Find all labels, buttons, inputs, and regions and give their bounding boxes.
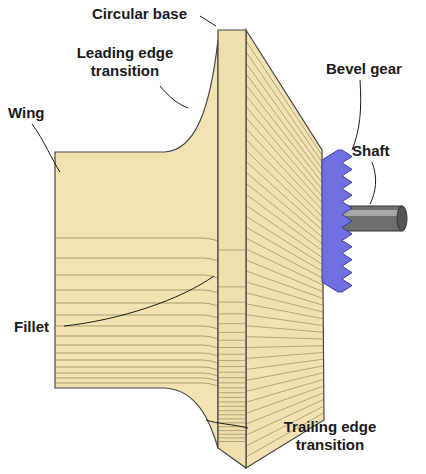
wing-stripe	[55, 326, 218, 329]
hatch-line	[246, 386, 323, 413]
hatch-line	[246, 315, 323, 326]
hatch-line	[246, 205, 323, 258]
hatch-line	[218, 250, 246, 251]
hatch-line	[246, 183, 323, 244]
hatch-line	[246, 260, 323, 292]
hatch-line	[246, 118, 323, 204]
hatch-line	[218, 434, 246, 435]
bevel-gear	[322, 150, 352, 292]
hatch-line	[246, 129, 323, 211]
hatch-line	[218, 397, 246, 398]
hatch-line	[218, 392, 246, 393]
hatch-line	[246, 107, 323, 198]
hatch-line	[246, 337, 323, 339]
wing-stripe	[55, 290, 218, 293]
hatch-line	[218, 372, 246, 373]
hatch-line	[246, 326, 323, 333]
hatch-line	[246, 293, 323, 312]
hatch-line	[246, 282, 323, 305]
part-label: Leading edge transition	[55, 44, 195, 80]
hatch-line	[218, 406, 246, 407]
hatch-line	[246, 373, 323, 392]
base-rim	[218, 30, 246, 468]
part-label: Bevel gear	[326, 60, 422, 78]
base-face	[246, 30, 324, 468]
hatch-line	[218, 286, 246, 287]
part-label: Shaft	[352, 142, 422, 160]
part-label: Wing	[8, 104, 68, 122]
hatch-line	[218, 437, 246, 438]
hatch-line	[246, 216, 323, 265]
hatch-line	[218, 313, 246, 314]
hatch-line	[246, 346, 323, 348]
hatch-line	[246, 353, 323, 359]
hatch-line	[218, 387, 246, 388]
hatch-line	[218, 332, 246, 333]
hatch-line	[246, 52, 323, 164]
wing-stripe	[55, 238, 218, 241]
wing-stripe	[55, 378, 218, 381]
part-label: Circular base	[92, 5, 212, 23]
hatch-line	[218, 366, 246, 367]
hatch-line	[218, 410, 246, 411]
wing-stripe	[55, 336, 218, 339]
hatch-line	[246, 271, 323, 299]
hatch-line	[246, 96, 323, 191]
hatch-line	[218, 382, 246, 383]
leader-lines	[32, 16, 376, 428]
hatch-line	[246, 249, 323, 285]
wing-stripe	[55, 315, 218, 318]
hatch-line	[246, 172, 323, 237]
wing-stripe	[55, 367, 218, 370]
wing-stripe	[55, 258, 218, 261]
hatch-line	[218, 340, 246, 341]
hatch-line	[246, 380, 323, 403]
wing-stripe	[55, 360, 218, 363]
hatch-line	[246, 63, 323, 170]
hatch-line	[246, 85, 323, 184]
wing-stripe	[55, 373, 218, 376]
hatch-line	[218, 347, 246, 348]
hatch-line	[218, 414, 246, 415]
hatch-line	[246, 194, 323, 251]
hatch-line	[246, 161, 323, 231]
hatch-line	[218, 323, 246, 324]
hatch-line	[246, 366, 323, 380]
wing-stripe	[55, 303, 218, 306]
hatch-line	[218, 360, 246, 361]
wing-stripe	[55, 383, 218, 386]
hatch-line	[218, 377, 246, 378]
wing	[55, 40, 218, 448]
hatch-line	[218, 302, 246, 303]
hatch-line	[218, 354, 246, 355]
hatch-line	[218, 430, 246, 431]
hatch-line	[218, 401, 246, 402]
part-label: Trailing edge transition	[250, 418, 410, 454]
part-label: Fillet	[14, 318, 74, 336]
wing-stripe	[55, 345, 218, 348]
hatch-line	[246, 140, 323, 218]
wing-stripe	[55, 275, 218, 278]
hatch-line	[246, 238, 323, 278]
hatch-line	[218, 418, 246, 419]
wing-stripe	[55, 353, 218, 356]
hatch-line	[218, 441, 246, 442]
hatch-line	[246, 41, 323, 157]
